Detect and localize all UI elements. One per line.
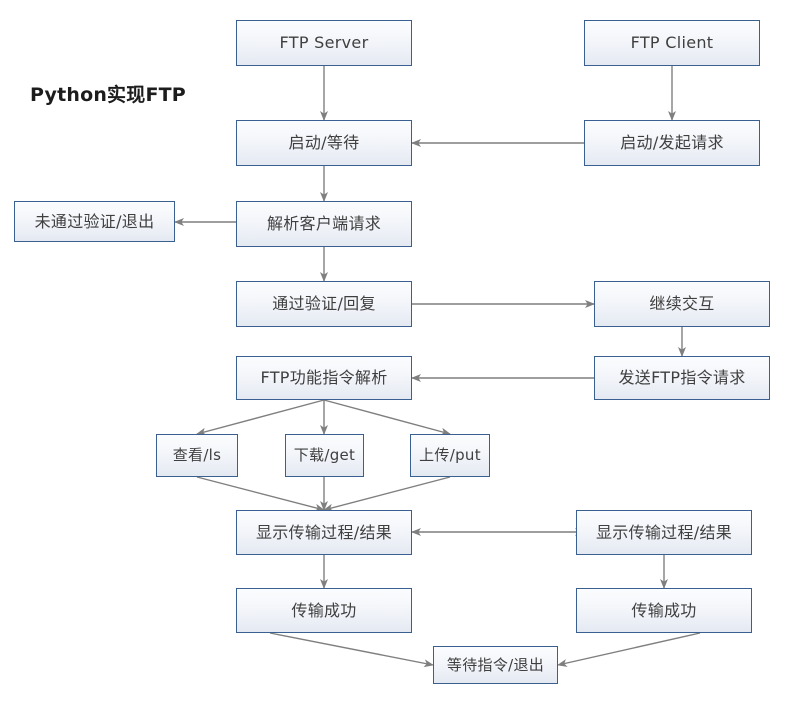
node-server-start-wait[interactable]: 启动/等待 [236,120,412,166]
node-auth-fail-exit[interactable]: 未通过验证/退出 [14,201,175,242]
node-cmd-put[interactable]: 上传/put [410,434,490,477]
edge-e-cmdparse-to-ls [196,399,325,436]
edge-e-put-to-show [323,476,451,512]
edge-e-cmdparse-to-put [323,399,451,436]
node-label: 传输成功 [291,600,357,620]
node-label: 未通过验证/退出 [34,211,155,231]
node-label: 解析客户端请求 [266,214,382,233]
node-client-start-req[interactable]: 启动/发起请求 [584,120,760,166]
node-label: 启动/发起请求 [620,133,724,152]
edge-e-ls-to-show [196,476,325,512]
page-title: Python实现FTP [30,84,186,106]
node-label: 等待指令/退出 [446,655,545,674]
node-label: 显示传输过程/结果 [595,522,733,542]
node-ftp-client[interactable]: FTP Client [584,20,760,66]
node-parse-client-req[interactable]: 解析客户端请求 [236,201,412,247]
node-transfer-ok-left[interactable]: 传输成功 [236,588,412,633]
node-transfer-ok-right[interactable]: 传输成功 [576,588,752,633]
edge-e-okleft-to-wait [269,632,434,668]
node-label: 通过验证/回复 [272,294,376,313]
node-show-transfer-right[interactable]: 显示传输过程/结果 [576,510,752,555]
node-send-ftp-cmd-req[interactable]: 发送FTP指令请求 [594,356,770,400]
node-label: 下载/get [293,446,356,464]
node-label: 传输成功 [631,600,697,620]
node-label: 显示传输过程/结果 [255,522,393,542]
node-label: 上传/put [419,446,481,464]
node-label: 继续交互 [649,294,715,313]
node-auth-pass-reply[interactable]: 通过验证/回复 [236,281,412,327]
node-wait-cmd-exit[interactable]: 等待指令/退出 [433,646,558,684]
node-show-transfer-left[interactable]: 显示传输过程/结果 [236,510,412,555]
node-label: FTP Client [630,33,714,52]
node-continue-interact[interactable]: 继续交互 [594,281,770,327]
edge-e-okright-to-wait [557,632,701,667]
node-label: 发送FTP指令请求 [618,368,746,387]
node-label: 启动/等待 [288,133,360,152]
node-label: FTP功能指令解析 [260,368,388,387]
node-cmd-get[interactable]: 下载/get [285,434,364,477]
node-cmd-ls[interactable]: 查看/ls [156,434,238,477]
node-label: 查看/ls [172,446,222,464]
node-label: FTP Server [279,33,369,52]
node-ftp-cmd-parse[interactable]: FTP功能指令解析 [236,356,412,400]
node-ftp-server[interactable]: FTP Server [236,20,412,66]
